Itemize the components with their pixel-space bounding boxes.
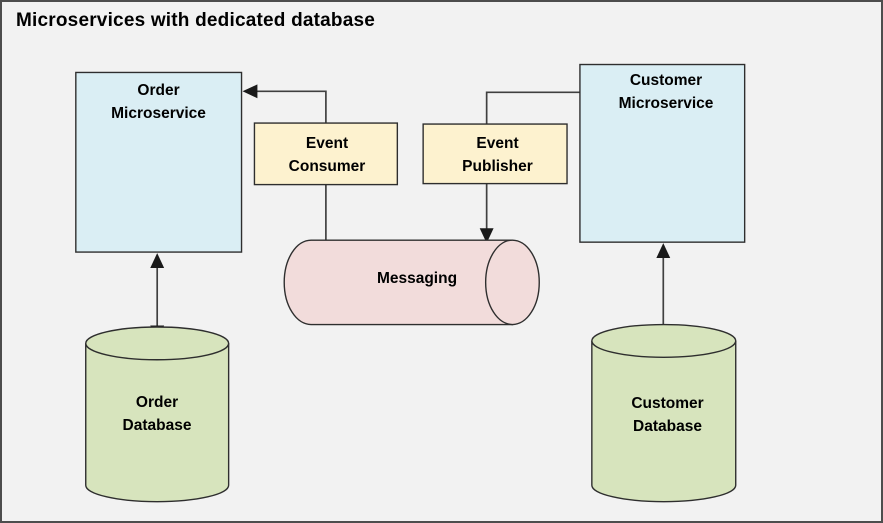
customer-database-cylinder xyxy=(591,323,737,503)
customer-microservice-box xyxy=(579,63,746,243)
messaging-label: Messaging xyxy=(376,270,458,287)
arrowhead-up-into-customer-microservice xyxy=(656,243,671,259)
order-database-cylinder xyxy=(85,326,230,503)
customer-microservice-label: Customer Microservice xyxy=(618,72,714,112)
arrowhead-up-into-order-microservice xyxy=(150,253,165,268)
order-database-label: Order Database xyxy=(122,394,192,434)
event-consumer-label: Event Consumer xyxy=(288,135,366,175)
event-consumer-box xyxy=(253,122,399,186)
connector-customer-microservice-to-event-publisher xyxy=(485,91,580,125)
messaging-cylinder-end-cap xyxy=(484,239,540,326)
customer-database-label: Customer Database xyxy=(631,395,704,435)
order-database-cylinder-rim xyxy=(85,343,230,361)
order-microservice-box xyxy=(75,71,243,253)
event-publisher-label: Event Publisher xyxy=(462,135,533,175)
connector-event-consumer-to-order-microservice xyxy=(256,90,327,124)
messaging-cylinder-body xyxy=(283,239,514,326)
order-microservice-label: Order Microservice xyxy=(111,82,206,122)
arrowhead-down-into-messaging xyxy=(479,228,494,244)
diagram-title: Microservices with dedicated database xyxy=(16,10,376,31)
customer-database-cylinder-rim xyxy=(591,340,737,358)
arrowhead-left-into-order-microservice xyxy=(242,84,258,99)
event-publisher-box xyxy=(422,123,568,185)
